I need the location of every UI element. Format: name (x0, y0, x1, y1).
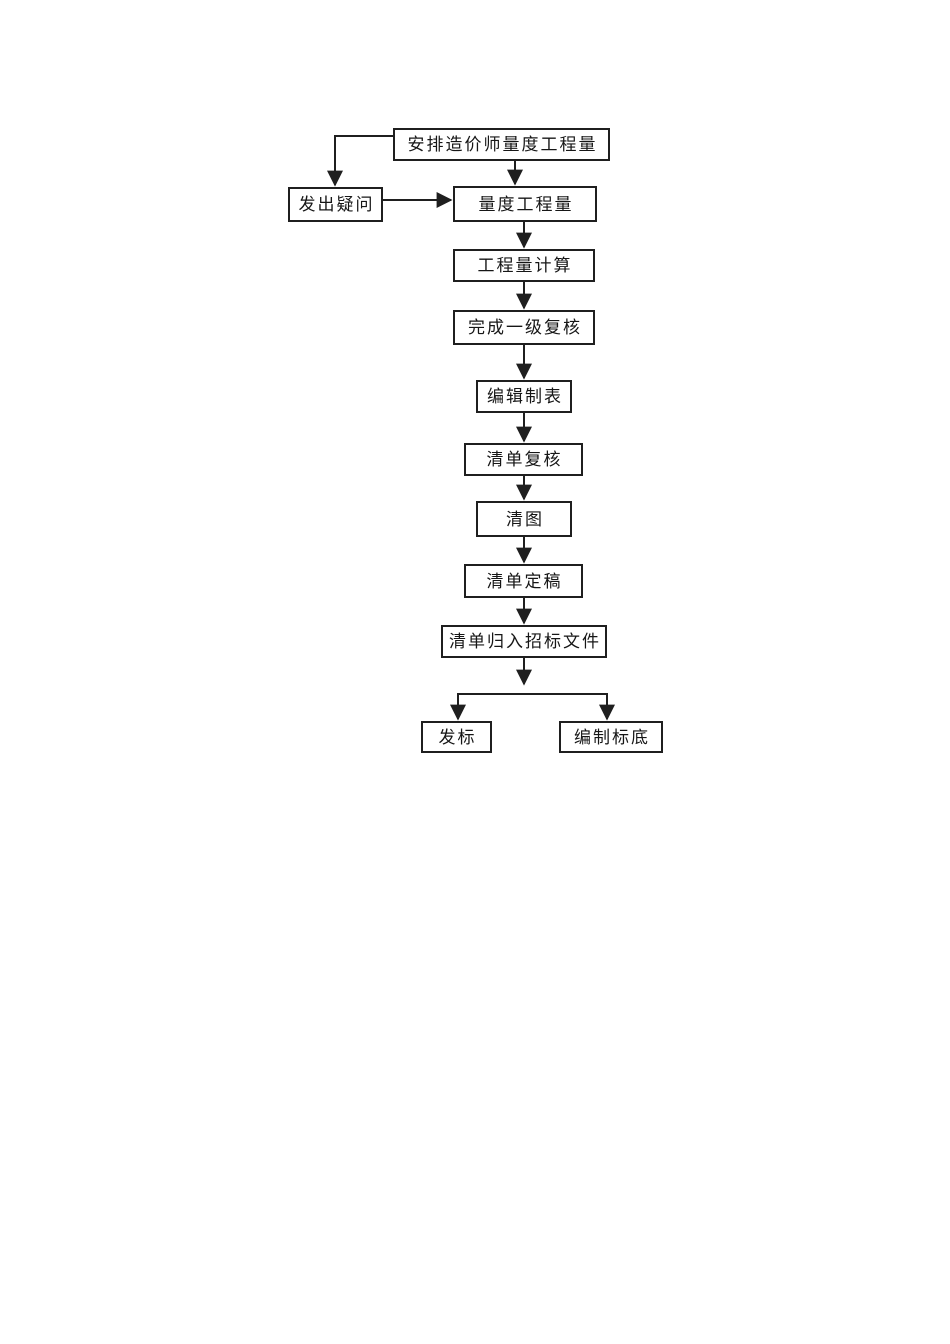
flow-node-edit-tabulation: 编辑制表 (476, 380, 572, 413)
flow-node-prepare-tender-base: 编制标底 (559, 721, 663, 753)
flow-node-clear-drawing: 清图 (476, 501, 572, 537)
flow-node-complete-first-review: 完成一级复核 (453, 310, 595, 345)
arrow-assign-to-question (327, 135, 393, 187)
flow-node-list-review: 清单复核 (464, 443, 583, 476)
flow-node-assign-measurer: 安排造价师量度工程量 (393, 128, 610, 161)
flow-node-measure-quantity: 量度工程量 (453, 186, 597, 222)
flow-node-issue-tender: 发标 (421, 721, 492, 753)
flow-node-quantity-calculation: 工程量计算 (453, 249, 595, 282)
flow-node-list-into-tender-docs: 清单归入招标文件 (441, 625, 607, 658)
flow-node-list-finalization: 清单定稿 (464, 564, 583, 598)
flow-node-raise-question: 发出疑问 (288, 187, 383, 222)
